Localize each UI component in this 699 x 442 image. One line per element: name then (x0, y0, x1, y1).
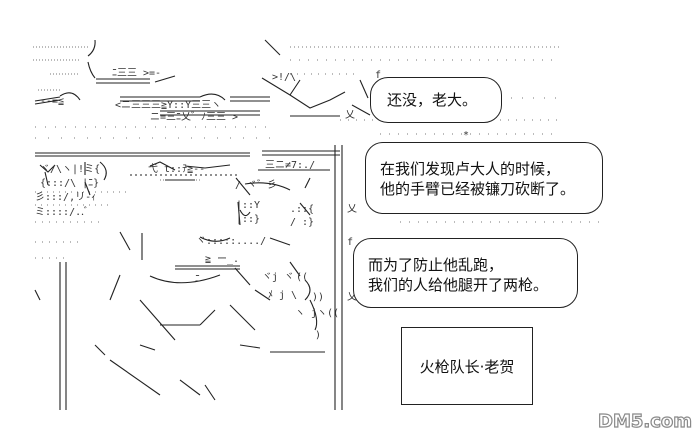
svg-text:*: * (463, 130, 469, 141)
speech-bubble-1: 还没，老大。 (370, 77, 502, 123)
svg-text:ヽ jヽ((: ヽ jヽ(( (295, 308, 339, 319)
svg-text:ヾ/\ヽ|!ミ{: ヾ/\ヽ|!ミ{ (40, 164, 100, 175)
svg-text:乂: 乂 (347, 292, 357, 303)
svg-text:三ニ≠7:./: 三ニ≠7:./ (265, 160, 315, 171)
svg-text:≧ ー_.: ≧ ー_. (205, 254, 239, 265)
watermark-text: DM5.com (598, 411, 692, 432)
svg-text:<ニ三三三≧Y::Y三三ヽ: <ニ三三三≧Y::Y三三ヽ (115, 100, 221, 111)
svg-text:ﾒ j \: ﾒ j \ (268, 290, 297, 301)
speech-line: 在我们发现卢大人的时候， (380, 160, 561, 178)
svg-text:): ) (315, 330, 321, 341)
speech-line: 我们的人给他腿开了两枪。 (368, 276, 549, 294)
speech-bubble-3: 而为了防止他乱跑， 我们的人给他腿开了两枪。 (353, 238, 578, 308)
ascii-glyphs: ﾆ三三 >=- --=≦ <ニ三三三≧Y::Y三三ヽ ニ=三ﾆ乂゛ﾉ三三 > >… (35, 68, 469, 341)
svg-text:((: (( (296, 272, 308, 283)
dot-texture (33, 46, 600, 259)
svg-text:ﾆ三三 >=-: ﾆ三三 >=- (112, 68, 161, 79)
svg-text:乂: 乂 (345, 110, 355, 121)
svg-text:|::Y: |::Y (236, 200, 260, 211)
svg-text:--=≦: --=≦ (40, 96, 64, 107)
svg-text:>!/\: >!/\ (272, 72, 296, 83)
speech-line: 而为了防止他乱跑， (368, 256, 504, 274)
svg-text:彡:::/,リ-ｨ: 彡:::/,リ-ｨ (35, 192, 96, 203)
speech-bubble-2: 在我们发现卢大人的时候， 他的手臂已经被镰刀砍断了。 (365, 142, 603, 214)
speaker-caption-box: 火枪队长·老贺 (401, 327, 533, 405)
svg-text:乂: 乂 (347, 204, 357, 215)
svg-text:ﾆ: ﾆ (195, 274, 200, 285)
svg-text:ヾj ヾ: ヾj ヾ (262, 272, 294, 283)
svg-text:)): )) (312, 292, 324, 303)
svg-text:{:::/\ |ﾆ}: {:::/\ |ﾆ} (40, 178, 99, 189)
svg-text:.::{: .::{ (290, 204, 314, 215)
svg-text:ミ::::/..ﾞ: ミ::::/..ﾞ (35, 206, 89, 218)
svg-text:f: f (375, 70, 381, 81)
svg-text:ニ=三ﾆ乂゛ﾉ三三 >: ニ=三ﾆ乂゛ﾉ三三 > (150, 111, 238, 123)
svg-text:弋 t::ﾃ≧--: 弋 t::ﾃ≧-- (148, 162, 205, 175)
svg-text:/ :}: / :} (290, 217, 314, 228)
speech-line: 他的手臂已经被镰刀砍断了。 (380, 180, 576, 198)
speaker-caption-text: 火枪队长·老贺 (419, 357, 515, 376)
svg-text:/ ヾ゛彡: / ヾ゛彡 (235, 179, 277, 191)
svg-text:|::}: |::} (236, 214, 260, 225)
site-watermark-logo: DM5.com (597, 410, 692, 432)
speech-line: 还没，老大。 (387, 91, 478, 109)
svg-text:ヾ:::::..../: ヾ:::::..../ (196, 236, 266, 247)
figure-linework (34, 39, 371, 410)
svg-text:f: f (347, 237, 353, 248)
